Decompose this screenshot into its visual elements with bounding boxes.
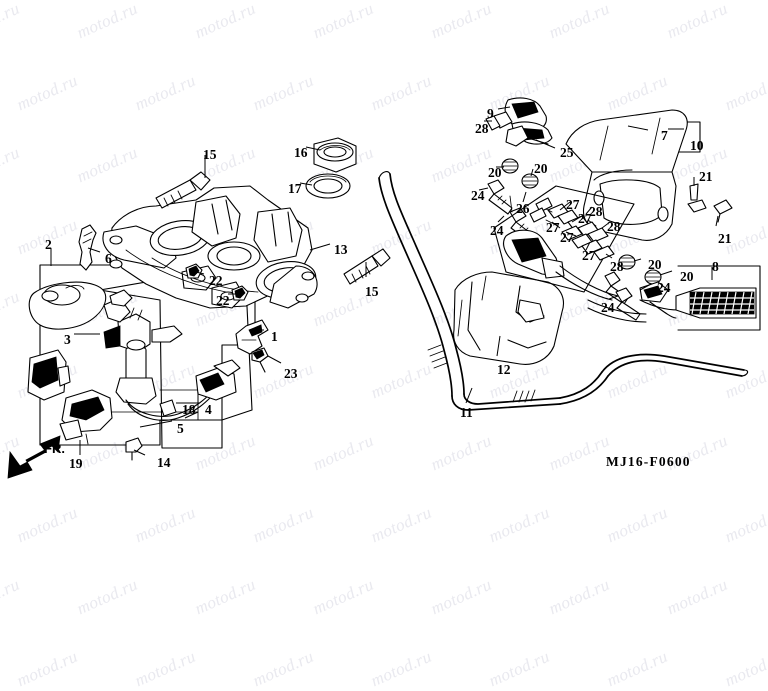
part-3-ignition-switch: [103, 297, 183, 405]
part-12-handle-cover: [453, 271, 565, 365]
watermark-text: motod.ru: [603, 646, 671, 691]
part-14-bolt: [125, 437, 143, 461]
callout-6: 6: [105, 251, 112, 266]
callout-28: 28: [589, 204, 603, 219]
callout-21: 21: [699, 169, 713, 184]
callout-7: 7: [661, 128, 668, 143]
callout-3: 3: [64, 332, 71, 347]
callout-11: 11: [460, 405, 473, 420]
part-3-module-left: [27, 349, 71, 401]
watermark-text: motod.ru: [663, 574, 731, 619]
callout-20: 20: [534, 161, 548, 176]
callout-27: 27: [546, 220, 560, 235]
callout-27: 27: [582, 248, 596, 263]
part-20-nut-b: [521, 173, 539, 189]
part-15-bolt-right: [343, 248, 391, 285]
callout-12: 12: [497, 362, 511, 377]
callout-13: 13: [334, 242, 348, 257]
callout-24: 24: [490, 223, 504, 238]
part-21-screw-b: [713, 199, 733, 223]
part-11-handle-pipe: [378, 171, 749, 411]
group-4-bracket: [99, 389, 199, 421]
callout-23: 23: [284, 366, 298, 381]
callout-2: 2: [45, 237, 52, 252]
callout-9: 9: [487, 106, 494, 121]
watermark-text: motod.ru: [427, 574, 495, 619]
watermark-text: motod.ru: [0, 574, 23, 619]
leader-lines: [50, 106, 719, 456]
callout-25: 25: [560, 145, 574, 160]
callout-27: 27: [578, 211, 592, 226]
callout-24: 24: [601, 300, 615, 315]
diagram-artwork: [7, 97, 761, 479]
callout-20: 20: [680, 269, 694, 284]
part-24-bolt-a: [487, 179, 513, 215]
callout-18: 18: [182, 402, 196, 417]
part-26-switch-body: [503, 229, 619, 301]
part-23-bolt: [251, 347, 269, 373]
part-3-key-cylinder: [109, 289, 133, 307]
callout-24: 24: [657, 280, 671, 295]
watermark-text: motod.ru: [73, 574, 141, 619]
callout-16: 16: [294, 145, 308, 160]
watermark-text: motod.ru: [249, 646, 317, 691]
callout-27: 27: [560, 230, 574, 245]
callout-20: 20: [488, 165, 502, 180]
part-6-key: [78, 224, 97, 271]
part-20-nut-a: [501, 158, 519, 174]
watermark-text: motod.ru: [309, 574, 377, 619]
callout-28: 28: [610, 259, 624, 274]
part-28-clip-top: [485, 111, 513, 131]
callout-10: 10: [690, 138, 704, 153]
callout-22: 22: [209, 273, 223, 288]
part-16-stem-nut: [313, 137, 357, 173]
part-4-wire-harness: [125, 359, 241, 421]
watermark-text: motod.ru: [485, 646, 553, 691]
callout-4: 4: [205, 402, 212, 417]
callout-17: 17: [288, 181, 302, 196]
callout-15: 15: [365, 284, 379, 299]
part-24-bolt-d: [615, 287, 641, 321]
watermark-text: motod.ru: [545, 574, 613, 619]
callout-24: 24: [471, 188, 485, 203]
callout-1: 1: [271, 329, 278, 344]
front-direction-arrow: [7, 435, 61, 479]
front-marker-label: FR.: [44, 441, 65, 456]
watermark-text: motod.ru: [131, 646, 199, 691]
part-22-nut-a: [185, 263, 203, 279]
part-10-handle-cover: [565, 109, 688, 241]
diagram-part-code: MJ16-F0600: [606, 454, 691, 469]
watermark-text: motod.ru: [367, 646, 435, 691]
callout-8: 8: [712, 259, 719, 274]
callout-14: 14: [157, 455, 171, 470]
part-8-throttle-grip: [639, 281, 757, 319]
part-21-screw-a: [687, 183, 707, 213]
watermark-text: motod.ru: [13, 646, 81, 691]
watermark-text: motod.ru: [721, 646, 768, 691]
throttle-cables: [587, 299, 647, 323]
callout-26: 26: [516, 201, 530, 216]
callout-5: 5: [177, 421, 184, 436]
callout-21: 21: [718, 231, 732, 246]
part-20-nut-d: [644, 269, 662, 285]
part-20-nut-c: [618, 254, 636, 270]
part-19-holder: [59, 389, 113, 445]
callout-22: 22: [216, 293, 230, 308]
part-13-top-bridge: [102, 185, 318, 309]
callout-19: 19: [69, 456, 83, 471]
part-22-nut-b: [231, 285, 249, 301]
part-17-washer: [305, 173, 351, 199]
callout-28: 28: [607, 219, 621, 234]
watermark-text: motod.ru: [191, 574, 259, 619]
parts-27-28-cable-ferrules: [529, 197, 615, 261]
part-2-lock-cover: [28, 281, 107, 330]
callout-28: 28: [475, 121, 489, 136]
callout-27: 27: [566, 197, 580, 212]
callout-20: 20: [648, 257, 662, 272]
group-8-throttle-outline: [677, 265, 761, 331]
callout-15: 15: [203, 147, 217, 162]
